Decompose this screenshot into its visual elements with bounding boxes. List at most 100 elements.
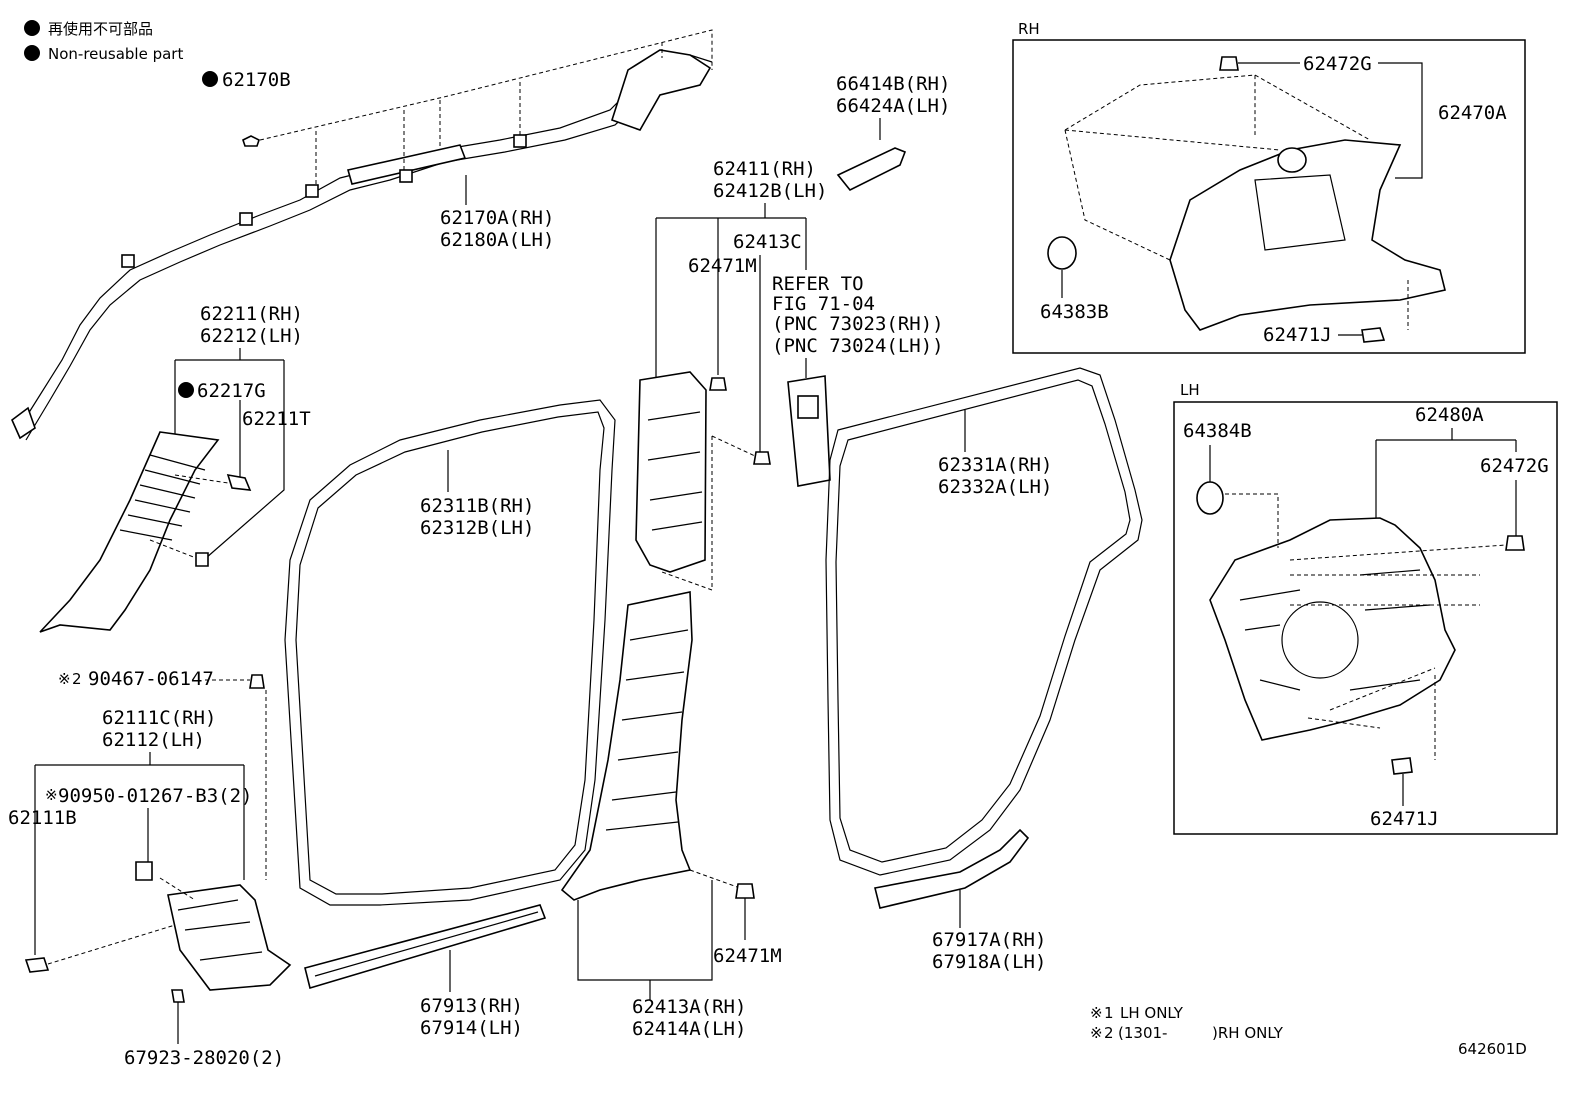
part-label-rh-64383B[interactable]: 64383B <box>1040 301 1109 323</box>
note-mark-2-num: 2 <box>72 670 82 688</box>
leader-line <box>34 752 245 955</box>
footnotes: ※ 1 LH ONLY ※ 2 (1301- )RH ONLY <box>1090 1004 1284 1042</box>
weatherstrip-inner <box>835 379 1131 863</box>
rear-scuff-plate-67917A[interactable] <box>874 828 1030 909</box>
front-scuff-plate-67913[interactable] <box>304 904 547 990</box>
part-label-62471M-top[interactable]: 62471M <box>688 255 757 277</box>
part-label-62414A[interactable]: 62414A(LH) <box>632 1018 746 1040</box>
part-label-62311B[interactable]: 62311B(RH) <box>420 495 534 517</box>
lh-inset: LH 64384B 62480A 62472G 62471J <box>1173 381 1558 835</box>
part-label-62111C[interactable]: 62111C(RH) <box>102 707 216 729</box>
part-label-lh-62472G[interactable]: 62472G <box>1480 455 1549 477</box>
part-label-67917A[interactable]: 67917A(RH) <box>932 929 1046 951</box>
note2-mark: ※ <box>1090 1024 1103 1042</box>
part-label-62111B[interactable]: 62111B <box>8 807 77 829</box>
part-label-62331A[interactable]: 62331A(RH) <box>938 454 1052 476</box>
part-label-62471M-bottom[interactable]: 62471M <box>713 945 782 967</box>
part-label-62180A[interactable]: 62180A(LH) <box>440 229 554 251</box>
guide-dash <box>315 42 663 185</box>
roof-rail-assembly: 62170B 62170A(RH) 62180A(LH) <box>11 29 713 441</box>
refer-line-2: FIG 71-04 <box>772 293 875 315</box>
rear-door-weatherstrip-62331A[interactable] <box>825 367 1143 876</box>
rh-inset-frame <box>1012 39 1526 354</box>
roof-rail-62170A[interactable] <box>17 54 713 431</box>
part-label-66414B[interactable]: 66414B(RH) <box>836 73 950 95</box>
part-label-62211[interactable]: 62211(RH) <box>200 303 303 325</box>
guide-dash <box>689 869 741 889</box>
rear-door-opening-trim-group: 62331A(RH) 62332A(LH) 67917A(RH) 67918A(… <box>825 367 1143 973</box>
non-reusable-dot-icon <box>24 45 40 61</box>
front-door-weatherstrip-62311B[interactable] <box>284 399 616 906</box>
leader-line <box>1375 428 1517 518</box>
part-label-lh-64384B[interactable]: 64384B <box>1183 420 1252 442</box>
part-label-67913[interactable]: 67913(RH) <box>420 995 523 1017</box>
clip-62471M-bottom-icon <box>735 883 755 899</box>
leader-line <box>655 203 807 380</box>
non-reusable-dot-icon <box>202 71 218 87</box>
part-label-90950-01267-B3[interactable]: 90950-01267-B3(2) <box>58 785 252 807</box>
rail-clip <box>305 184 319 198</box>
clip-62471J-icon <box>1361 327 1386 343</box>
guide-dash <box>47 690 267 965</box>
guide-dash <box>1225 493 1507 729</box>
legend: 再使用不可部品 Non-reusable part <box>24 20 183 63</box>
garnish-ribs <box>647 411 703 531</box>
part-label-62170B[interactable]: 62170B <box>222 69 291 91</box>
part-label-62411[interactable]: 62411(RH) <box>713 158 816 180</box>
clip-62217G-icon <box>226 473 252 491</box>
part-label-rh-62472G[interactable]: 62472G <box>1303 53 1372 75</box>
front-door-opening-trim-group: 62311B(RH) 62312B(LH) 67913(RH) 67914(LH… <box>284 399 616 1039</box>
part-label-62217G[interactable]: 62217G <box>197 380 266 402</box>
b-pillar-upper-garnish-62411[interactable] <box>635 371 707 573</box>
rail-clip <box>121 254 135 268</box>
part-label-62212[interactable]: 62212(LH) <box>200 325 303 347</box>
quarter-trim-lh-62480A[interactable] <box>1209 517 1456 741</box>
clip-62170B-icon <box>242 135 260 147</box>
part-label-62211T[interactable]: 62211T <box>242 408 311 430</box>
bracket-66414B[interactable] <box>836 147 907 192</box>
part-label-62332A[interactable]: 62332A(LH) <box>938 476 1052 498</box>
rail-clip <box>399 169 413 183</box>
rail-clip <box>513 134 527 148</box>
trim-ribs <box>177 899 263 961</box>
rh-inset: RH 62472G 62470A 64383B 62471J <box>1012 20 1526 354</box>
switch-button <box>797 395 819 419</box>
legend-japanese: 再使用不可部品 <box>48 20 153 38</box>
part-label-67918A[interactable]: 67918A(LH) <box>932 951 1046 973</box>
quarter-trim-rh-62470A[interactable] <box>1169 139 1446 331</box>
cowl-side-trim-62111C[interactable] <box>167 884 292 991</box>
part-label-rh-62470A[interactable]: 62470A <box>1438 102 1507 124</box>
trim-pocket <box>1254 174 1346 251</box>
clip-62111B-icon <box>24 957 50 973</box>
legend-english: Non-reusable part <box>48 45 183 63</box>
part-label-lh-62471J[interactable]: 62471J <box>1370 808 1439 830</box>
power-window-switch-panel[interactable] <box>787 375 831 487</box>
refer-line-3: (PNC 73023(RH)) <box>772 313 944 335</box>
cap-64384B-icon <box>1196 481 1224 515</box>
note-mark-2: ※ <box>58 670 71 688</box>
rail-inflator <box>346 144 467 185</box>
part-label-62312B[interactable]: 62312B(LH) <box>420 517 534 539</box>
cowl-side-group: ※ 2 90467-06147 62111C(RH) 62112(LH) ※ 9… <box>8 668 292 1069</box>
part-label-62170A[interactable]: 62170A(RH) <box>440 207 554 229</box>
part-label-rh-62471J[interactable]: 62471J <box>1263 324 1332 346</box>
part-label-90467-06147[interactable]: 90467-06147 <box>88 668 214 690</box>
part-label-66424A[interactable]: 66424A(LH) <box>836 95 950 117</box>
part-label-lh-62480A[interactable]: 62480A <box>1415 404 1484 426</box>
part-label-62413A[interactable]: 62413A(RH) <box>632 996 746 1018</box>
note1-text: LH ONLY <box>1120 1004 1184 1022</box>
garnish-ribs <box>605 629 689 831</box>
guide-dash <box>259 29 713 141</box>
clip-90467-icon <box>249 674 265 689</box>
part-label-62412B[interactable]: 62412B(LH) <box>713 180 827 202</box>
part-label-62112[interactable]: 62112(LH) <box>102 729 205 751</box>
clip-lh-62471J-icon <box>1391 757 1413 775</box>
leader-line <box>1378 62 1423 179</box>
part-label-67923-28020[interactable]: 67923-28020(2) <box>124 1047 284 1069</box>
part-label-62413C[interactable]: 62413C <box>733 231 802 253</box>
rail-clip <box>239 212 253 226</box>
part-label-67914[interactable]: 67914(LH) <box>420 1017 523 1039</box>
trim-hole <box>1277 147 1307 173</box>
b-pillar-lower-garnish-62413A[interactable] <box>560 591 693 901</box>
